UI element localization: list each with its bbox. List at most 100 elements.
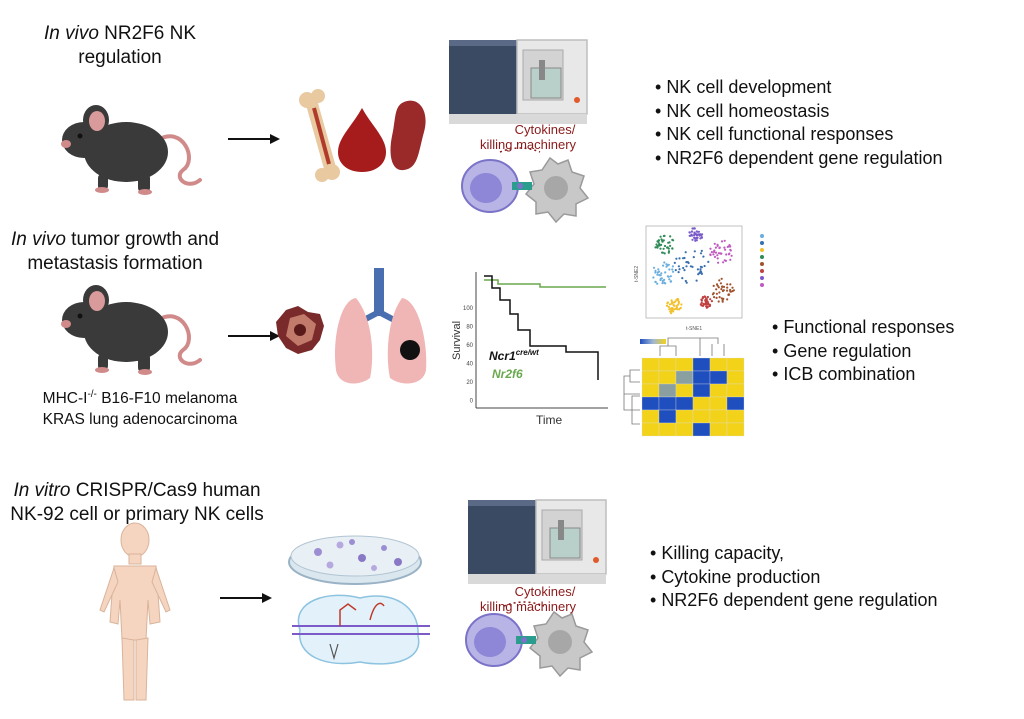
tsne-point	[723, 246, 726, 249]
tsne-point	[707, 260, 710, 263]
row2-bullet: ICB combination	[772, 363, 954, 387]
tsne-point	[701, 296, 705, 299]
tsne-point	[696, 236, 699, 239]
tsne-point	[677, 301, 681, 304]
tsne-point	[688, 231, 691, 234]
cytokine-label: Cytokines/	[515, 584, 576, 599]
tsne-point	[663, 244, 667, 248]
tsne-point	[728, 245, 731, 248]
row2-title-line2: metastasis formation	[27, 253, 203, 274]
tsne-point	[715, 296, 718, 299]
tsne-point	[718, 246, 721, 249]
tsne-point	[666, 275, 670, 278]
tsne-point	[712, 250, 716, 253]
tsne-point	[664, 271, 667, 274]
heatmap-cell	[709, 409, 728, 424]
survival-ytick: 40	[466, 362, 473, 368]
tsne-point	[709, 298, 712, 301]
tsne-point	[673, 261, 676, 264]
tsne-point	[675, 257, 678, 260]
tsne-point	[721, 285, 724, 288]
tsne-point	[710, 251, 714, 254]
tsne-point	[723, 239, 726, 242]
tsne-point	[661, 251, 665, 254]
heatmap-cell	[641, 357, 660, 372]
survival-curve-black	[484, 275, 599, 380]
heatmap-cell	[641, 396, 660, 411]
tsne-point	[713, 296, 716, 299]
tsne-point	[667, 305, 670, 309]
tsne-point	[705, 306, 708, 309]
tsne-point	[669, 280, 672, 283]
tsne-legend-dot	[760, 262, 764, 266]
tsne-point	[683, 269, 686, 272]
tsne-point	[716, 244, 719, 247]
tsne-point	[705, 299, 708, 302]
tsne-point	[652, 266, 656, 269]
tsne-point	[663, 261, 666, 264]
heatmap-cell	[641, 422, 660, 437]
tsne-point	[696, 268, 700, 271]
survival-curve-green	[484, 279, 606, 288]
tsne-legend-dot	[760, 276, 764, 280]
heatmap-cell	[675, 383, 694, 398]
tsne-point	[659, 247, 662, 250]
tsne-point	[715, 292, 719, 295]
tsne-point	[712, 284, 715, 287]
arrow-icon	[219, 592, 273, 604]
tsne-point	[669, 275, 672, 278]
tsne-point	[720, 288, 723, 291]
tsne-point	[700, 233, 703, 237]
tsne-point	[655, 243, 658, 246]
tsne-point	[718, 296, 721, 299]
tsne-legend-dot	[760, 234, 764, 238]
tsne-point	[699, 268, 702, 271]
tsne-point	[660, 238, 663, 241]
tsne-point	[709, 247, 712, 250]
row3-bullet: NR2F6 dependent gene regulation	[650, 589, 937, 613]
row1-bullets: NK cell development NK cell homeostasis …	[655, 76, 943, 170]
heatmap-cell	[641, 383, 660, 398]
tsne-point	[691, 238, 694, 241]
heatmap-cell	[658, 357, 677, 372]
tsne-legend-dot	[760, 255, 764, 259]
tsne-point	[678, 257, 681, 260]
row1-title-rest: NR2F6 NK	[98, 23, 197, 44]
tsne-point	[668, 308, 671, 311]
row1-title: In vivo NR2F6 NK regulation	[20, 22, 220, 70]
crispr-cas9-icon	[292, 594, 430, 665]
tsne-point	[706, 295, 710, 299]
row2-title-rest: tumor growth and	[65, 229, 220, 250]
heatmap-cell	[692, 370, 711, 385]
heatmap-cell	[692, 396, 711, 411]
tsne-point	[671, 268, 674, 271]
tsne-point	[669, 235, 672, 238]
human-figure-icon	[99, 522, 171, 701]
heatmap-cell	[709, 396, 728, 411]
tsne-point	[671, 247, 674, 250]
tsne-point	[665, 304, 669, 307]
row2-title-italic: In vivo	[10, 229, 66, 250]
mouse-icon	[59, 103, 202, 197]
tsne-point	[693, 227, 696, 230]
bone-icon	[299, 89, 340, 182]
tsne-point	[677, 298, 680, 301]
tsne-point	[667, 250, 671, 253]
tsne-point	[726, 286, 729, 289]
tsne-point	[663, 252, 666, 255]
tsne-point	[715, 283, 719, 286]
tsne-point	[668, 303, 672, 306]
survival-ytick: 20	[466, 380, 473, 386]
survival-ylabel: Survival	[451, 321, 463, 360]
tsne-point	[730, 254, 733, 257]
row1-title-italic: In vivo	[43, 23, 99, 44]
tsne-point	[671, 265, 675, 268]
tsne-point	[678, 268, 681, 271]
heatmap-cell	[675, 422, 694, 437]
heatmap-cell	[658, 396, 677, 411]
row1-bullet: NK cell homeostasis	[655, 100, 943, 124]
tsne-point	[722, 261, 725, 264]
tsne-legend-dot	[760, 248, 764, 252]
survival-ytick: 80	[466, 325, 473, 331]
